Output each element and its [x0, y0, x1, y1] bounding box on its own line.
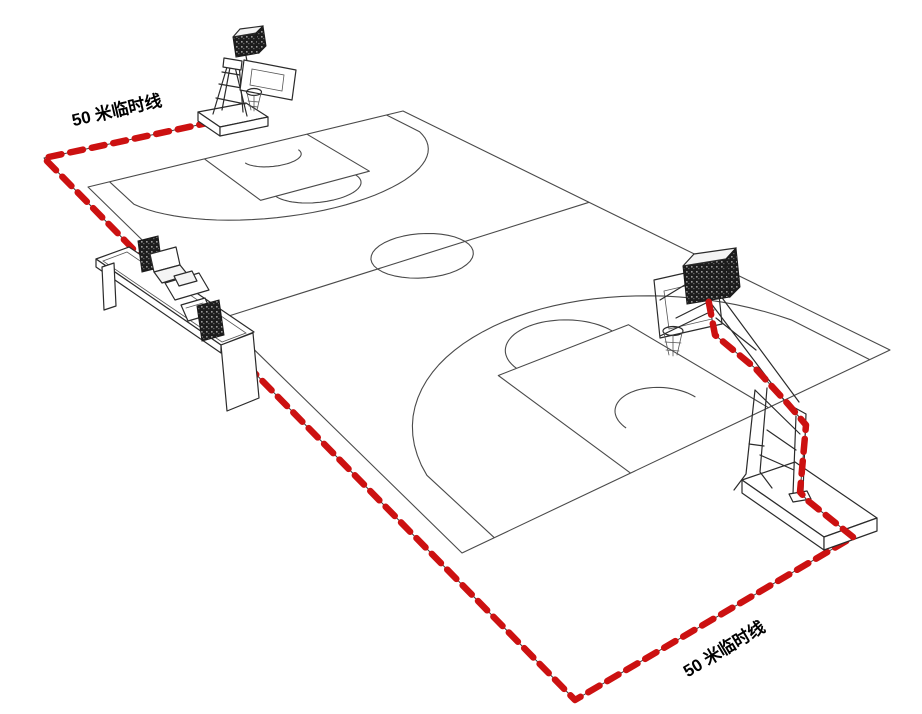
table-leg-left — [101, 262, 117, 311]
table-front-edge — [95, 258, 222, 354]
basket-net — [246, 92, 262, 112]
temp-line-label-bottom: 50 米临时线 — [679, 617, 768, 681]
scorers-table — [95, 235, 260, 412]
temporary-line-50m-back — [40, 118, 857, 704]
stand-tower — [212, 66, 228, 115]
console-top — [173, 270, 198, 287]
monitor-right — [196, 299, 225, 342]
scoreboard-cube — [682, 258, 731, 305]
temporary-line-50m-front — [704, 294, 857, 541]
basket-net — [663, 332, 683, 357]
stand-frame — [733, 387, 801, 491]
temp-line-label-top: 50 米临时线 — [70, 90, 164, 130]
table-panel-right — [220, 332, 260, 412]
left-basketball-stand — [197, 24, 297, 137]
right-basketball-stand — [653, 246, 878, 551]
